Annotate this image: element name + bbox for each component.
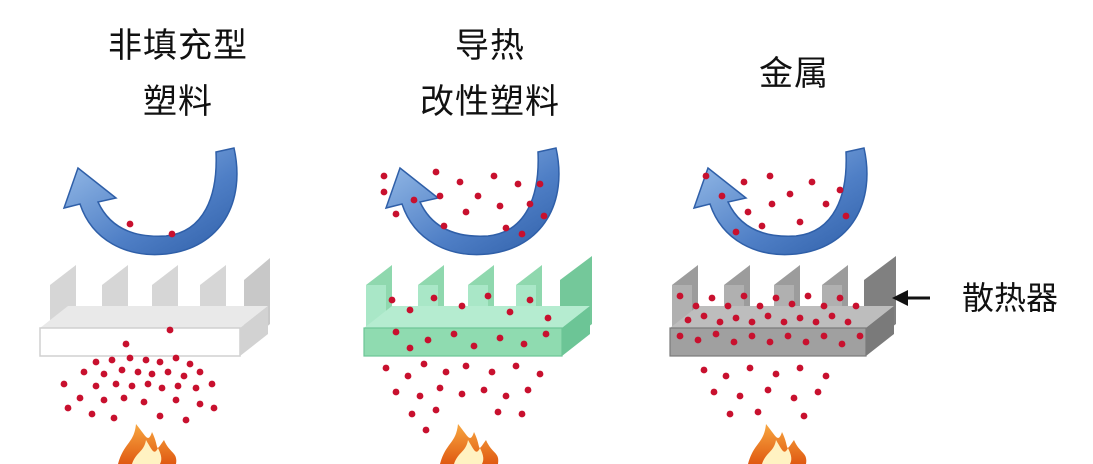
title-unfilled-plastic: 非填充型 塑料 [68, 18, 288, 130]
flame-icon [118, 424, 177, 464]
title-line: 改性塑料 [420, 82, 560, 122]
title-thermal-plastic: 导热 改性塑料 [380, 18, 600, 130]
panel-metal [669, 147, 896, 464]
heatsink-green [363, 256, 592, 357]
title-metal: 金属 [684, 46, 904, 102]
heat-particles [60, 220, 218, 424]
title-line: 非填充型 [108, 26, 248, 66]
title-line: 金属 [759, 54, 829, 94]
heat-flow-arrow-icon [693, 147, 868, 256]
heatsink-label: 散热器 [962, 279, 1059, 317]
title-line: 导热 [455, 26, 525, 66]
flame-icon [748, 424, 807, 464]
panel-thermal-plastic [363, 147, 592, 464]
panel-unfilled-plastic [39, 147, 270, 464]
pointer-arrow-icon [892, 290, 930, 306]
heat-flow-arrow-icon [63, 147, 238, 256]
heatsink-gray [669, 256, 896, 357]
heat-particles [676, 172, 864, 420]
flame-icon [440, 424, 499, 464]
heatsink-white [39, 258, 270, 357]
heat-particles [380, 168, 552, 434]
title-line: 塑料 [143, 82, 213, 122]
